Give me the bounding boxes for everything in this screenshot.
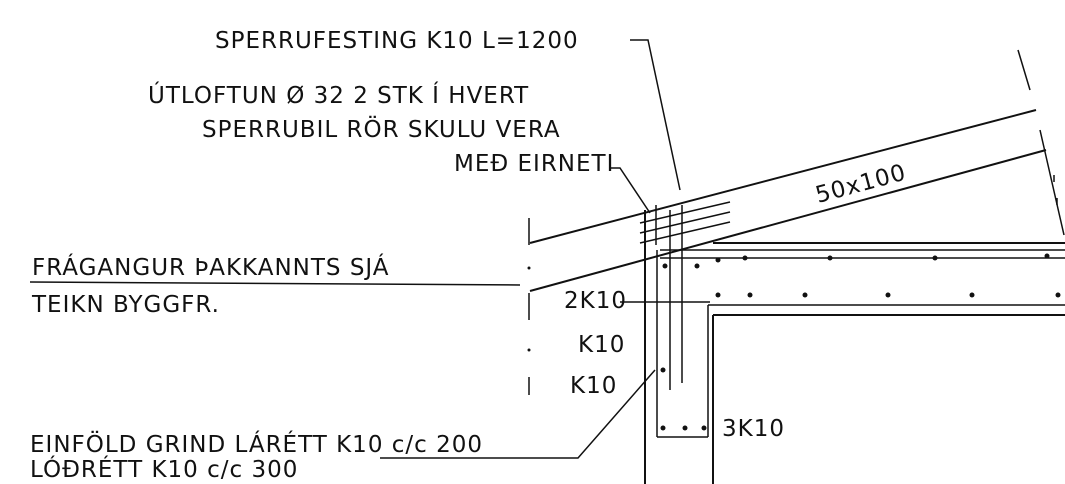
leader-sperrufesting <box>630 39 681 191</box>
label-grind-1: EINFÖLD GRIND LÁRÉTT K10 c/c 200 <box>30 430 483 458</box>
leader-utloftun <box>610 167 651 214</box>
label-k10-b: K10 <box>570 373 617 399</box>
label-fragangur-1: FRÁGANGUR ÞAKKANNTS SJÁ <box>32 253 390 281</box>
label-sperrufesting: SPERRUFESTING K10 L=1200 <box>215 28 579 54</box>
right-edge-line-upper <box>1017 49 1031 91</box>
rafter-top-line <box>529 109 1037 244</box>
label-k10-a: K10 <box>578 332 625 358</box>
label-utloftun-1: ÚTLOFTUN Ø 32 2 STK Í HVERT <box>148 81 529 109</box>
rafter-bottom-line <box>529 149 1047 292</box>
leader-grind <box>380 369 656 459</box>
vent-pipe-2 <box>639 211 731 234</box>
axis-dot-2 <box>527 348 531 352</box>
leader-fragangur <box>29 281 521 286</box>
label-2k10: 2K10 <box>564 288 627 314</box>
label-3k10: 3K10 <box>722 416 785 442</box>
vent-pipe-1 <box>639 201 731 224</box>
beam-rebar-dots <box>660 253 1061 431</box>
label-fragangur-2: TEIKN BYGGFR. <box>31 292 220 318</box>
label-utloftun-3: MEÐ EIRNETI <box>454 151 614 177</box>
right-edge-line-lower <box>1039 129 1065 236</box>
vent-pipe-3 <box>639 221 731 244</box>
label-grind-2: LÓÐRÉTT K10 c/c 300 <box>30 455 298 483</box>
axis-dot-1 <box>527 266 531 270</box>
label-utloftun-2: SPERRUBIL RÖR SKULU VERA <box>202 115 561 143</box>
